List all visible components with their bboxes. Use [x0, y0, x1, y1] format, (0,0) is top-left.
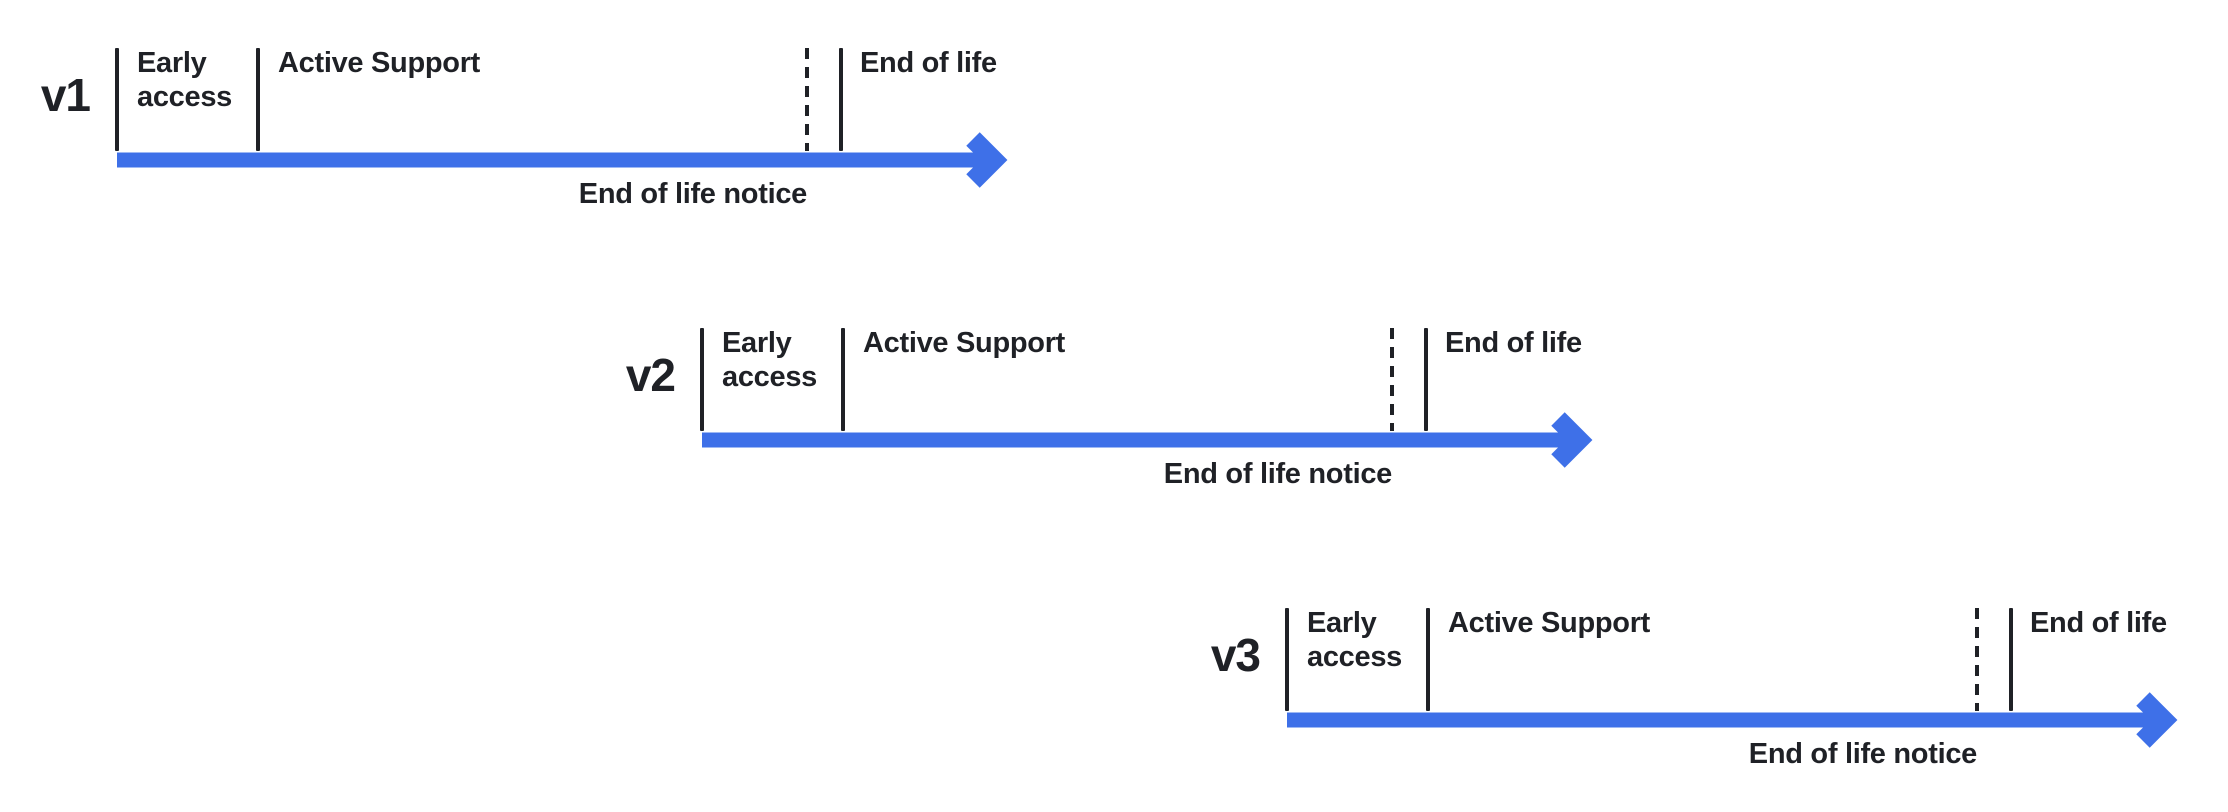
end-of-life-tick	[839, 48, 843, 151]
end-of-life-tick	[2009, 608, 2013, 711]
end-of-life-label: End of life	[860, 47, 997, 79]
timeline-arrow-icon	[702, 412, 1593, 468]
version-label: v2	[625, 349, 676, 401]
eol-notice-tick-dashed	[1975, 608, 1979, 711]
end-of-life-tick	[1424, 328, 1428, 431]
early-access-start-tick	[1285, 608, 1289, 711]
active-support-start-tick	[841, 328, 845, 431]
end-of-life-notice-label: End of life notice	[1163, 458, 1393, 490]
eol-notice-tick-dashed	[1390, 328, 1394, 431]
early-access-start-tick	[115, 48, 119, 151]
timeline-arrow	[1287, 670, 2207, 770]
timeline-v3: v3 Early access Active Support End of li…	[1211, 607, 2207, 808]
end-of-life-notice-label: End of life notice	[1748, 738, 1978, 770]
early-access-label: Early access	[1307, 607, 1402, 673]
timeline-arrow	[117, 110, 1037, 210]
end-of-life-label: End of life	[1445, 327, 1582, 359]
version-label: v1	[40, 69, 91, 121]
end-of-life-label: End of life	[2030, 607, 2167, 639]
active-support-label: Active Support	[278, 47, 481, 79]
timeline-v2: v2 Early access Active Support End of li…	[626, 327, 1622, 528]
end-of-life-notice-label: End of life notice	[578, 178, 808, 210]
version-label: v3	[1210, 629, 1261, 681]
active-support-label: Active Support	[863, 327, 1066, 359]
active-support-start-tick	[256, 48, 260, 151]
early-access-start-tick	[700, 328, 704, 431]
early-access-label: Early access	[137, 47, 232, 113]
timeline-arrow-icon	[117, 132, 1008, 188]
timeline-arrow	[702, 390, 1622, 490]
timeline-v1: v1 Early access Active Support End of li…	[41, 47, 1037, 248]
eol-notice-tick-dashed	[805, 48, 809, 151]
early-access-label: Early access	[722, 327, 817, 393]
timeline-arrow-icon	[1287, 692, 2178, 748]
active-support-label: Active Support	[1448, 607, 1651, 639]
active-support-start-tick	[1426, 608, 1430, 711]
